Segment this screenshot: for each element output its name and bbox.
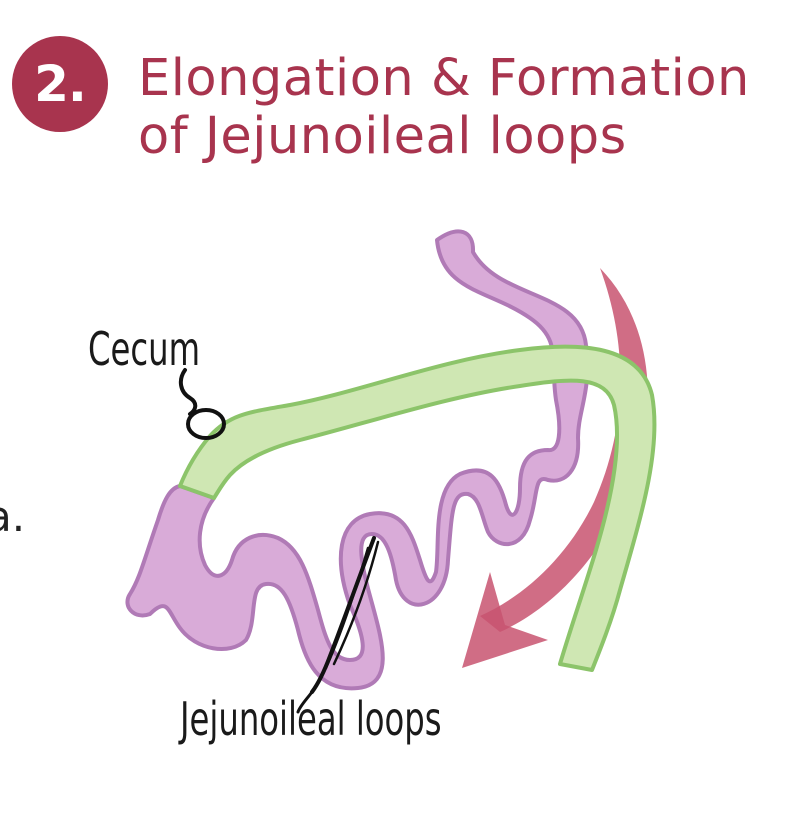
cropped-text-fragment: a. bbox=[0, 492, 26, 541]
cecum-pointer bbox=[178, 368, 226, 440]
cecum-label: Cecum bbox=[88, 322, 201, 376]
panel-title-line-1: Elongation & Formation bbox=[138, 49, 750, 108]
jejunoileal-loops-label: Jejunoileal loops bbox=[180, 692, 442, 746]
cecum-leader-line bbox=[178, 368, 198, 416]
panel-title-line-2: of Jejunoileal loops bbox=[138, 107, 627, 166]
cecum-marker-ring bbox=[186, 408, 226, 440]
jejunoileal-pointer bbox=[296, 536, 380, 714]
rotation-arrow-head bbox=[462, 572, 548, 668]
rotation-arrow-body bbox=[480, 268, 648, 632]
colon-gut-tube bbox=[178, 344, 657, 672]
rotation-arrow bbox=[462, 268, 648, 668]
jejunoileal-pointer-sketch bbox=[324, 540, 380, 670]
panel-title: Elongation & Formation of Jejunoileal lo… bbox=[138, 50, 778, 166]
jejunoileal-pointer-tail bbox=[296, 690, 314, 714]
jejunoileal-gut-tube bbox=[125, 229, 590, 691]
step-number-badge: 2. bbox=[12, 36, 108, 132]
